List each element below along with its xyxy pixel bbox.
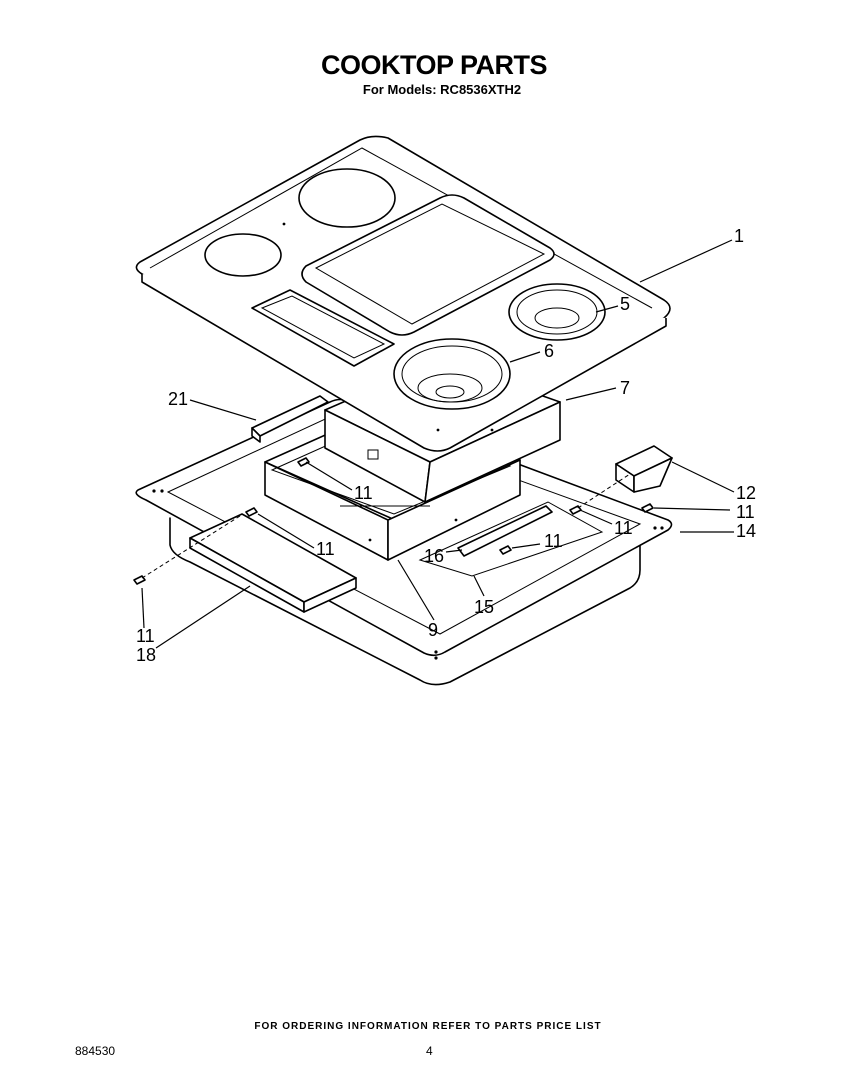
callout-14: 14 (736, 521, 757, 541)
callout-21: 21 (168, 389, 189, 409)
strip-21 (251, 395, 329, 443)
callout-18: 18 (136, 645, 157, 665)
callout-11-left: 11 (316, 539, 335, 559)
terminal-block-12 (615, 445, 673, 493)
callout-15: 15 (474, 597, 495, 617)
ordering-note: FOR ORDERING INFORMATION REFER TO PARTS … (254, 1021, 602, 1032)
page-subtitle: For Models: RC8536XTH2 (362, 82, 522, 97)
callout-16: 16 (424, 546, 445, 566)
page-number: 4 (426, 1044, 433, 1058)
callout-6: 6 (544, 341, 555, 361)
page-title: COOKTOP PARTS (320, 50, 548, 80)
callout-7: 7 (620, 378, 631, 398)
callout-11-upper: 11 (354, 483, 373, 503)
element-15 (418, 501, 604, 577)
callout-11-bottom: 11 (136, 626, 155, 646)
leader-lines (141, 239, 735, 649)
callout-1: 1 (734, 226, 745, 246)
callout-11-mid-right: 11 (614, 518, 633, 538)
callout-11-element: 11 (544, 531, 563, 551)
callout-11-right: 11 (736, 502, 755, 522)
callout-12: 12 (736, 483, 757, 503)
document-number: 884530 (75, 1044, 116, 1058)
element-6 (393, 338, 511, 410)
element-5 (508, 283, 606, 341)
tray-18 (189, 513, 357, 613)
callout-9: 9 (428, 620, 439, 640)
screws (133, 457, 654, 585)
callout-5: 5 (620, 294, 631, 314)
